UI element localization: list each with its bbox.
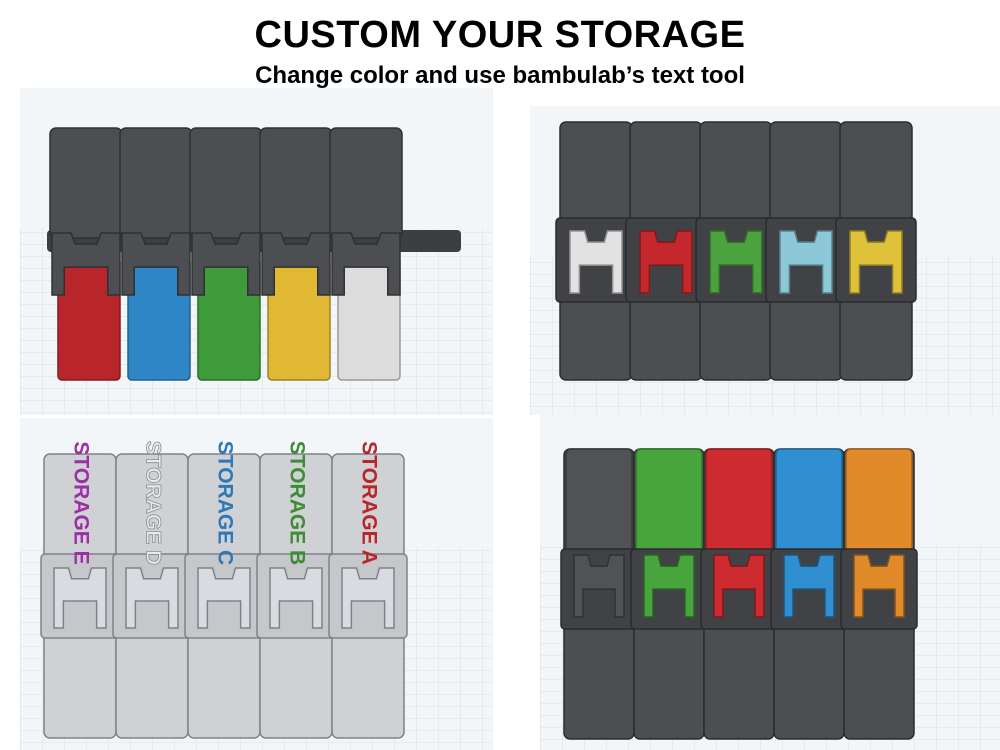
box-lid [119, 127, 193, 239]
storage-box-1: STORAGE E [40, 441, 120, 739]
storage-box-1 [555, 121, 637, 381]
storage-box-3 [700, 448, 778, 740]
storage-box-2: STORAGE D [112, 440, 192, 739]
render-panel-text-labels: STORAGE E STORAGE D STORAGE C STORAGE B STOR… [20, 418, 493, 750]
storage-label-text: STORAGE D [141, 441, 164, 565]
storage-box-1 [49, 127, 123, 381]
storage-box-3 [189, 127, 263, 381]
storage-box-2 [625, 121, 707, 381]
box-lid-colored [775, 448, 843, 560]
box-lid-colored [845, 448, 913, 560]
storage-label-text: STORAGE A [357, 441, 380, 565]
storage-label-text: STORAGE B [285, 441, 308, 565]
storage-render-colored-lids [540, 415, 1000, 750]
storage-label-text: STORAGE E [69, 441, 92, 564]
page-title: CUSTOM YOUR STORAGE [254, 14, 746, 56]
storage-render-text-labels: STORAGE E STORAGE D STORAGE C STORAGE B STOR… [20, 418, 493, 750]
box-lid [189, 127, 263, 239]
storage-box-5 [835, 121, 917, 381]
storage-box-5: STORAGE A [328, 441, 408, 739]
render-panel-colored-lids [540, 415, 1000, 750]
storage-box-2 [630, 448, 708, 740]
box-lid [259, 127, 333, 239]
storage-box-5 [329, 127, 403, 381]
box-lid-colored [635, 448, 703, 560]
storage-box-2 [119, 127, 193, 381]
storage-box-3: STORAGE C [184, 441, 264, 739]
storage-box-4 [259, 127, 333, 381]
storage-box-4 [770, 448, 848, 740]
box-lid-colored [705, 448, 773, 560]
storage-box-4 [765, 121, 847, 381]
storage-box-5 [840, 448, 918, 740]
storage-box-3 [695, 121, 777, 381]
page-subtitle: Change color and use bambulab’s text too… [255, 62, 745, 89]
storage-box-4: STORAGE B [256, 441, 336, 739]
storage-render-colored-inserts [530, 106, 1000, 415]
storage-box-1 [560, 448, 638, 740]
render-panel-colored-inserts [530, 106, 1000, 415]
storage-label-text: STORAGE C [213, 441, 236, 565]
box-lid [329, 127, 403, 239]
render-panel-colored-fronts [20, 88, 493, 415]
storage-render-colored-fronts [20, 88, 493, 415]
box-lid-colored [565, 448, 633, 560]
box-lid [49, 127, 123, 239]
